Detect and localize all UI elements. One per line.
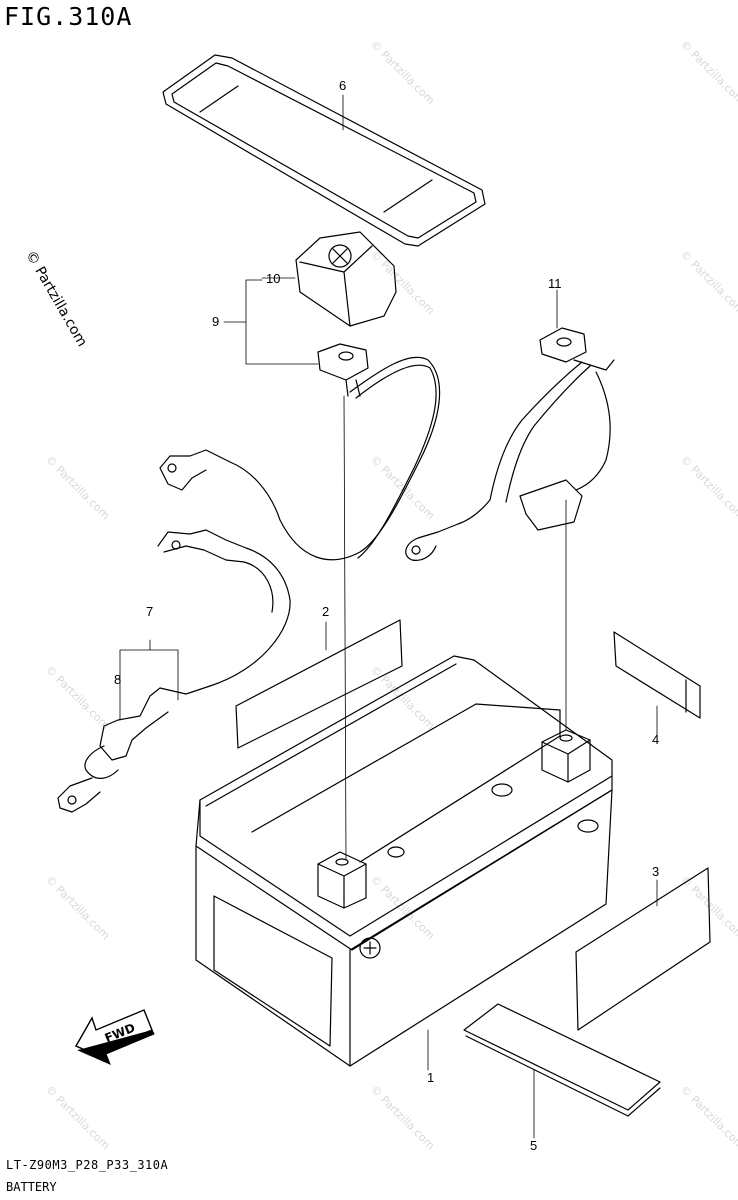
watermark-text: © Partzilla.com	[368, 663, 437, 732]
callout-labels: 1 2 3 4 5 6 7 8 9 10 11	[114, 78, 659, 1153]
battery-strap	[162, 54, 486, 247]
callout-2: 2	[322, 604, 329, 619]
watermark-text: © Partzilla.com	[43, 1083, 112, 1152]
watermark-text: © Partzilla.com	[678, 248, 738, 317]
terminal-cover	[295, 231, 397, 327]
callout-7: 7	[146, 604, 153, 619]
callout-9: 9	[212, 314, 219, 329]
callout-8: 8	[114, 672, 121, 687]
battery-pad	[463, 1003, 661, 1117]
battery-body	[195, 655, 613, 1067]
watermark-text: © Partzilla.com	[678, 453, 738, 522]
watermark-layer: © Partzilla.com © Partzilla.com © Partzi…	[43, 38, 738, 1152]
callout-10: 10	[266, 271, 280, 286]
callout-6: 6	[339, 78, 346, 93]
diagram-caption: BATTERY	[6, 1180, 57, 1194]
fwd-arrow-icon: FWD	[75, 1009, 155, 1065]
watermark-text: © Partzilla.com	[368, 453, 437, 522]
callout-5: 5	[530, 1138, 537, 1153]
watermark-text: © Partzilla.com	[678, 38, 738, 107]
watermark-text: © Partzilla.com	[368, 1083, 437, 1152]
callout-1: 1	[427, 1070, 434, 1085]
label-3	[575, 867, 711, 1031]
diagram-code: LT-Z90M3_P28_P33_310A	[6, 1158, 169, 1172]
watermark-text: © Partzilla.com	[678, 1083, 738, 1152]
watermark-text: © Partzilla.com	[43, 453, 112, 522]
callout-4: 4	[652, 732, 659, 747]
watermark-text: © Partzilla.com	[368, 248, 437, 317]
positive-cable	[159, 343, 441, 561]
watermark-text: © Partzilla.com	[43, 873, 112, 942]
figure-title: FIG.310A	[4, 2, 133, 31]
callout-11: 11	[548, 276, 562, 291]
label-2	[235, 619, 403, 749]
watermark-text: © Partzilla.com	[43, 663, 112, 732]
watermark-text: © Partzilla.com	[368, 38, 437, 107]
label-4	[613, 631, 701, 719]
negative-cable	[57, 529, 291, 813]
watermark-text: © Partzilla.com	[368, 873, 437, 942]
sensor-lead	[405, 327, 615, 561]
leader-lines	[119, 94, 658, 1139]
callout-3: 3	[652, 864, 659, 879]
